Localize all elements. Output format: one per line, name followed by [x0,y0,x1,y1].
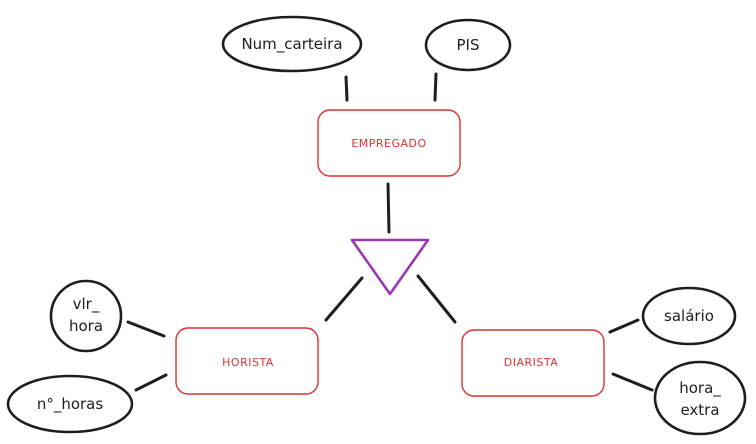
attribute-num-carteira[interactable]: Num_carteira [221,15,363,73]
attribute-pis[interactable]: PIS [424,18,512,72]
connector-n-horas [134,373,168,392]
attribute-hora-extra[interactable]: hora_ extra [653,360,747,436]
attribute-label: Num_carteira [241,35,342,54]
attribute-label: vlr_ [73,295,100,314]
attribute-label: n°_horas [37,395,104,414]
connector-pis [433,72,438,102]
connector-specialization-horista [324,276,364,322]
attribute-label: salário [664,307,714,325]
connector-hora-extra [611,372,654,392]
entity-empregado[interactable]: EMPREGADO [317,109,461,177]
connector-specialization-diarista [416,274,457,324]
connector-vlr-hora [126,320,166,338]
entity-label: DIARISTA [504,356,559,369]
attribute-n-horas[interactable]: n°_horas [6,374,134,434]
connector-salario [608,318,640,334]
attribute-vlr-hora[interactable]: vlr_ hora [49,279,123,353]
connector-num-carteira [344,75,349,102]
entity-label: HORISTA [222,356,274,369]
attribute-label: hora [69,317,103,335]
entity-horista[interactable]: HORISTA [175,327,319,395]
attribute-label: extra [680,401,719,419]
attribute-label: hora_ [679,379,721,398]
connector-empregado-specialization [386,182,391,234]
attribute-salario[interactable]: salário [641,286,737,346]
entity-label: EMPREGADO [351,137,426,150]
specialization-triangle-icon[interactable] [350,238,430,296]
entity-diarista[interactable]: DIARISTA [461,329,605,397]
attribute-label: PIS [457,36,480,54]
